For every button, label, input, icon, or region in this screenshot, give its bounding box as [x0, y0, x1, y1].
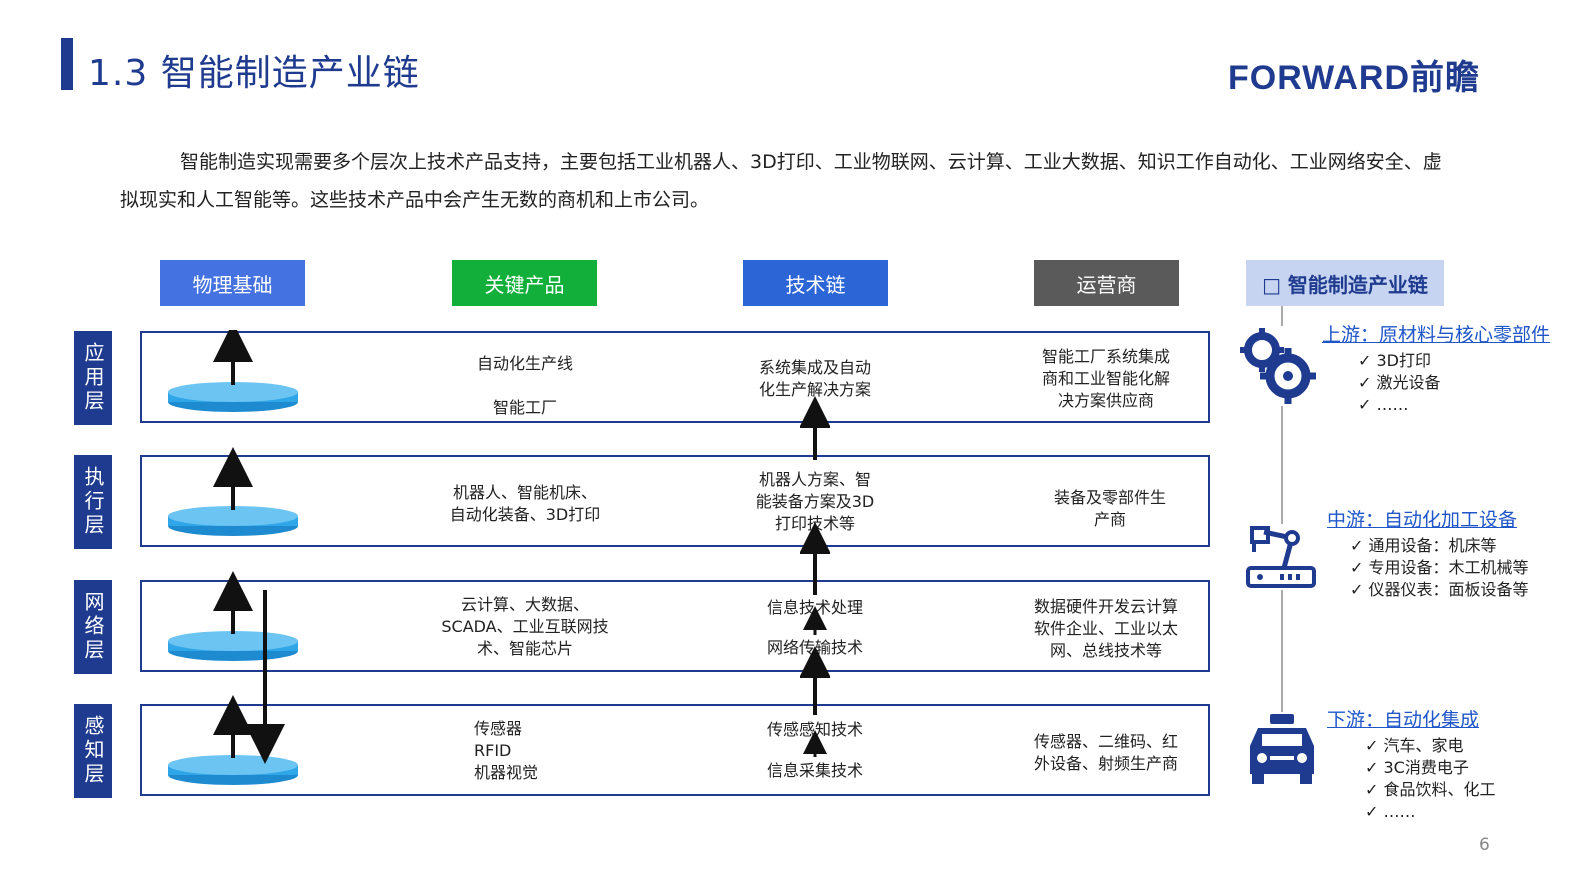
page-title: 1.3 智能制造产业链 — [88, 53, 420, 94]
column-header-operators: 运营商 — [1034, 260, 1179, 306]
layer-label-execution: 执行层 — [74, 455, 112, 549]
disk-application — [168, 330, 298, 412]
midstream-item-3: ✓ 仪器仪表：面板设备等 — [1350, 580, 1529, 599]
disk-execution — [168, 447, 298, 536]
gears-icon — [1236, 326, 1320, 406]
intro-paragraph: 智能制造实现需要多个层次上技术产品支持，主要包括工业机器人、3D打印、工业物联网… — [120, 151, 1442, 211]
layer-row-network — [140, 580, 1210, 672]
downstream-item-2: ✓ 3C消费电子 — [1365, 758, 1469, 777]
car-icon — [1244, 712, 1324, 788]
chain-connector-line — [1281, 306, 1283, 726]
layer-row-application — [140, 331, 1210, 423]
operators-execution: 装备及零部件生 产商 — [1053, 488, 1166, 529]
tech-application: 系统集成及自动 化生产解决方案 — [758, 358, 871, 399]
layer-label-perception: 感知层 — [74, 704, 112, 798]
brand-logo: FORWARD前瞻 — [1228, 59, 1481, 97]
column-header-products: 关键产品 — [452, 260, 597, 306]
upstream-item-3: ✓ …… — [1358, 395, 1409, 414]
midstream-title[interactable]: 中游：自动化加工设备 — [1327, 509, 1518, 531]
downstream-item-3: ✓ 食品饮料、化工 — [1365, 780, 1496, 799]
layer-label-application: 应用层 — [74, 331, 112, 425]
disk-network — [168, 571, 298, 661]
products-network: 云计算、大数据、 SCADA、工业互联网技 术、智能芯片 — [441, 595, 609, 658]
midstream-item-1: ✓ 通用设备：机床等 — [1350, 536, 1497, 555]
layer-label-network: 网络层 — [74, 580, 112, 674]
downstream-title[interactable]: 下游：自动化集成 — [1327, 709, 1480, 731]
chain-header-label: 智能制造产业链 — [1287, 273, 1428, 297]
tech-chain-arrows — [800, 396, 830, 757]
column-header-physical: 物理基础 — [160, 260, 305, 306]
operators-application: 智能工厂系统集成 商和工业智能化解 决方案供应商 — [1041, 347, 1170, 410]
tech-perception-bottom: 信息采集技术 — [766, 761, 863, 780]
upstream-title[interactable]: 上游：原材料与核心零部件 — [1322, 324, 1551, 346]
tech-perception-top: 传感感知技术 — [766, 720, 863, 739]
page-number: 6 — [1479, 835, 1490, 855]
downstream-item-1: ✓ 汽车、家电 — [1365, 736, 1464, 755]
operators-network: 数据硬件开发云计算 软件企业、工业以太 网、总线技术等 — [1033, 597, 1178, 660]
title-accent-bar — [61, 38, 73, 90]
square-icon: □ — [1262, 273, 1288, 297]
robot-arm-icon — [1244, 524, 1320, 590]
upstream-item-1: ✓ 3D打印 — [1358, 351, 1431, 370]
products-application: 自动化生产线 智能工厂 — [476, 354, 573, 417]
midstream-item-2: ✓ 专用设备：木工机械等 — [1350, 558, 1529, 577]
upstream-item-2: ✓ 激光设备 — [1358, 373, 1441, 392]
operators-perception: 传感器、二维码、红 外设备、射频生产商 — [1033, 732, 1178, 773]
downstream-item-4: ✓ …… — [1365, 802, 1416, 821]
tech-execution: 机器人方案、智 能装备方案及3D 打印技术等 — [755, 470, 875, 533]
layer-row-execution — [140, 455, 1210, 547]
layer-row-perception — [140, 704, 1210, 796]
products-perception: 传感器 RFID 机器视觉 — [474, 719, 539, 782]
physical-foundation-graphics — [168, 330, 298, 785]
column-header-chain: □ 智能制造产业链 — [1246, 260, 1444, 306]
disk-perception — [168, 695, 298, 785]
column-header-tech: 技术链 — [743, 260, 888, 306]
products-execution: 机器人、智能机床、 自动化装备、3D打印 — [449, 483, 601, 524]
